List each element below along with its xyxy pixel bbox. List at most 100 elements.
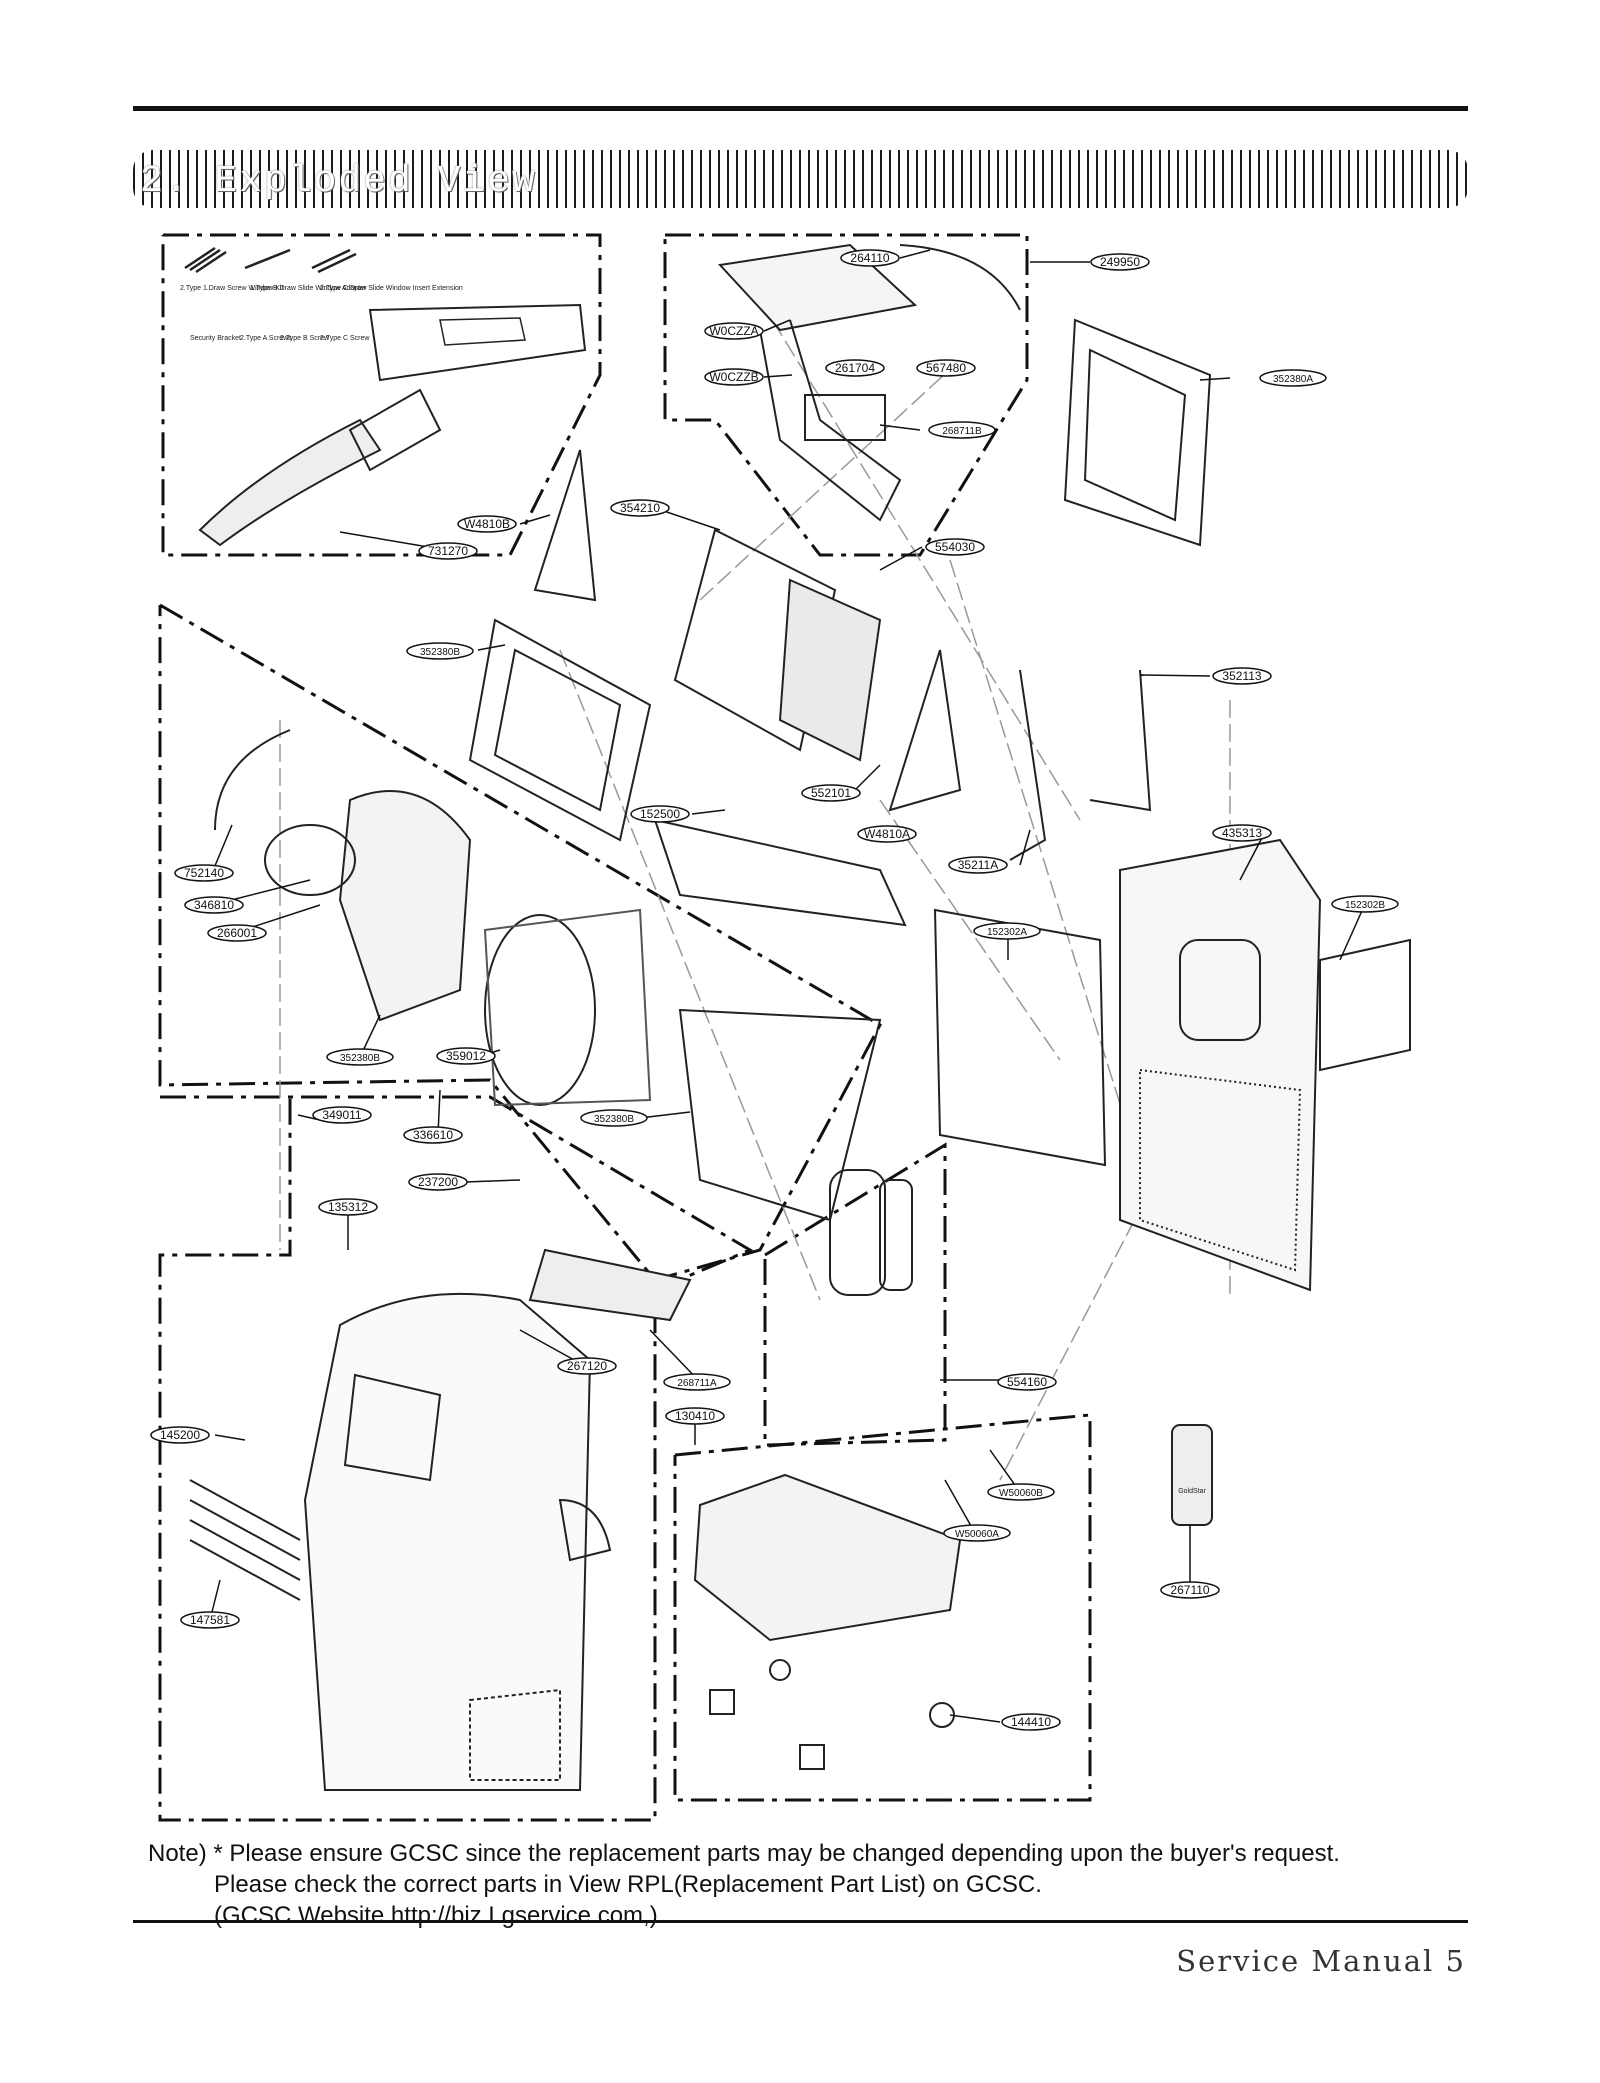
exploded-view-diagram: GoldStar 2.Type 1.Draw Screw Window Kit … [150, 233, 1411, 1822]
part-label: 567480 [916, 359, 976, 377]
part-label-text: 336610 [413, 1128, 453, 1142]
part-label-text: 731270 [428, 544, 468, 558]
note-line-2: Please check the correct parts in View R… [214, 1871, 1042, 1898]
part-label: 152302B [1331, 895, 1399, 913]
part-label-text: 554030 [935, 540, 975, 554]
remote-controller: GoldStar [1171, 1424, 1213, 1526]
front-cabinet [303, 1248, 692, 1791]
part-label: 336610 [403, 1126, 463, 1144]
kit-text-7: 2.Type C Screw [320, 335, 370, 342]
kit-text-2: 1.Type B Draw Slide Window Adapter [250, 285, 367, 292]
kit-text-1: 2.Type 1.Draw Screw Window Kit [180, 285, 284, 292]
section-banner [133, 150, 1468, 208]
part-label: 352380A [1259, 369, 1327, 387]
part-label: W50060B [987, 1483, 1055, 1501]
kit-text-4: Security Bracket [190, 335, 241, 342]
part-label: 359012 [436, 1047, 496, 1065]
section-title: 2. Exploded View [140, 160, 537, 203]
rear-cabinet [1119, 838, 1411, 1292]
top-rule [133, 106, 1468, 111]
note-line-1: Note) * Please ensure GCSC since the rep… [148, 1840, 1340, 1867]
part-label-text: 249950 [1100, 255, 1140, 269]
refrigeration-parts [829, 669, 1152, 1296]
part-label: 554160 [997, 1373, 1057, 1391]
part-label-text: 135312 [328, 1200, 368, 1214]
louvers [189, 1479, 301, 1601]
part-label-text: W50060B [999, 1488, 1043, 1499]
part-label: 435313 [1212, 824, 1272, 842]
kit-text-6: 2.Type B Screw [280, 335, 330, 342]
part-label: 349011 [312, 1106, 372, 1124]
footer-page-label: Service Manual 5 [1176, 1944, 1466, 1978]
part-label-text: 152302B [1345, 900, 1385, 911]
part-label-text: 349011 [322, 1108, 361, 1122]
part-label: 130410 [665, 1407, 725, 1425]
part-label-text: W4810A [864, 827, 910, 841]
part-label-text: 352380A [1273, 374, 1313, 385]
part-label-text: 435313 [1222, 826, 1262, 840]
part-label: 135312 [318, 1198, 378, 1216]
part-label-text: 346810 [194, 898, 234, 912]
part-label-text: 352380B [340, 1053, 380, 1064]
part-label: 147581 [180, 1611, 240, 1629]
note-line-3: (GCSC Website http://biz.Lgservice.com,) [214, 1902, 658, 1929]
part-label: 346810 [184, 896, 244, 914]
part-label: 554030 [925, 538, 985, 556]
part-label-text: 354210 [620, 501, 660, 515]
part-label-text: 264110 [850, 251, 889, 265]
part-label-text: 147581 [190, 1613, 230, 1627]
remote-brand-text: GoldStar [1178, 1488, 1206, 1495]
part-label-text: W0CZZB [709, 370, 758, 384]
part-label: W4810B [457, 515, 517, 533]
part-label: 352113 [1212, 667, 1272, 685]
part-label: W0CZZA [704, 322, 764, 340]
part-label: 144410 [1001, 1713, 1061, 1731]
part-label: 354210 [610, 499, 670, 517]
part-label-text: 268711B [942, 426, 982, 437]
part-label: 35211A [948, 856, 1008, 874]
part-label-text: 130410 [675, 1409, 715, 1423]
blower-assembly [214, 729, 882, 1222]
part-label: W4810A [857, 825, 917, 843]
kit-text-5: 2.Type A Screws [240, 335, 292, 342]
part-label-text: 267120 [567, 1359, 607, 1373]
evaporator-and-panels [468, 318, 1212, 927]
part-label: 267110 [1160, 1581, 1220, 1599]
part-label: 261704 [825, 359, 885, 377]
part-label-text: 352113 [1222, 669, 1261, 683]
part-label: 352380B [406, 642, 474, 660]
bottom-rule [133, 1920, 1468, 1923]
part-label: W0CZZB [704, 368, 764, 386]
part-label: 352380B [326, 1048, 394, 1066]
part-label: 145200 [150, 1426, 210, 1444]
part-label: 268711B [928, 421, 996, 439]
part-label-text: 352380B [420, 647, 460, 658]
part-label: 731270 [418, 542, 478, 560]
kit-texts: 2.Type 1.Draw Screw Window Kit 1.Type B … [180, 285, 463, 342]
part-label-text: 266001 [217, 926, 257, 940]
part-label-text: 237200 [418, 1175, 458, 1189]
part-label-text: 35211A [958, 858, 998, 872]
part-label-text: W4810B [464, 517, 510, 531]
part-label: 152500 [630, 805, 690, 823]
note-block: Note) * Please ensure GCSC since the rep… [148, 1838, 1340, 1931]
base-pan [693, 1473, 962, 1770]
part-label: 352380B [580, 1109, 648, 1127]
part-label: 264110 [840, 249, 900, 267]
part-label: 268711A [663, 1373, 731, 1391]
part-label-text: W50060A [955, 1529, 999, 1540]
part-label-text: W0CZZA [709, 324, 758, 338]
part-label-text: 359012 [446, 1049, 486, 1063]
part-label: W50060A [943, 1524, 1011, 1542]
part-label: 152302A [973, 922, 1041, 940]
part-label-text: 268711A [677, 1378, 717, 1389]
part-label-text: 152302A [987, 927, 1027, 938]
part-label: 237200 [408, 1173, 468, 1191]
part-label-text: 267110 [1170, 1583, 1209, 1597]
part-label-text: 554160 [1007, 1375, 1047, 1389]
part-label: 267120 [557, 1357, 617, 1375]
part-label-text: 567480 [926, 361, 966, 375]
part-label: 752140 [174, 864, 234, 882]
part-label: 552101 [801, 784, 861, 802]
